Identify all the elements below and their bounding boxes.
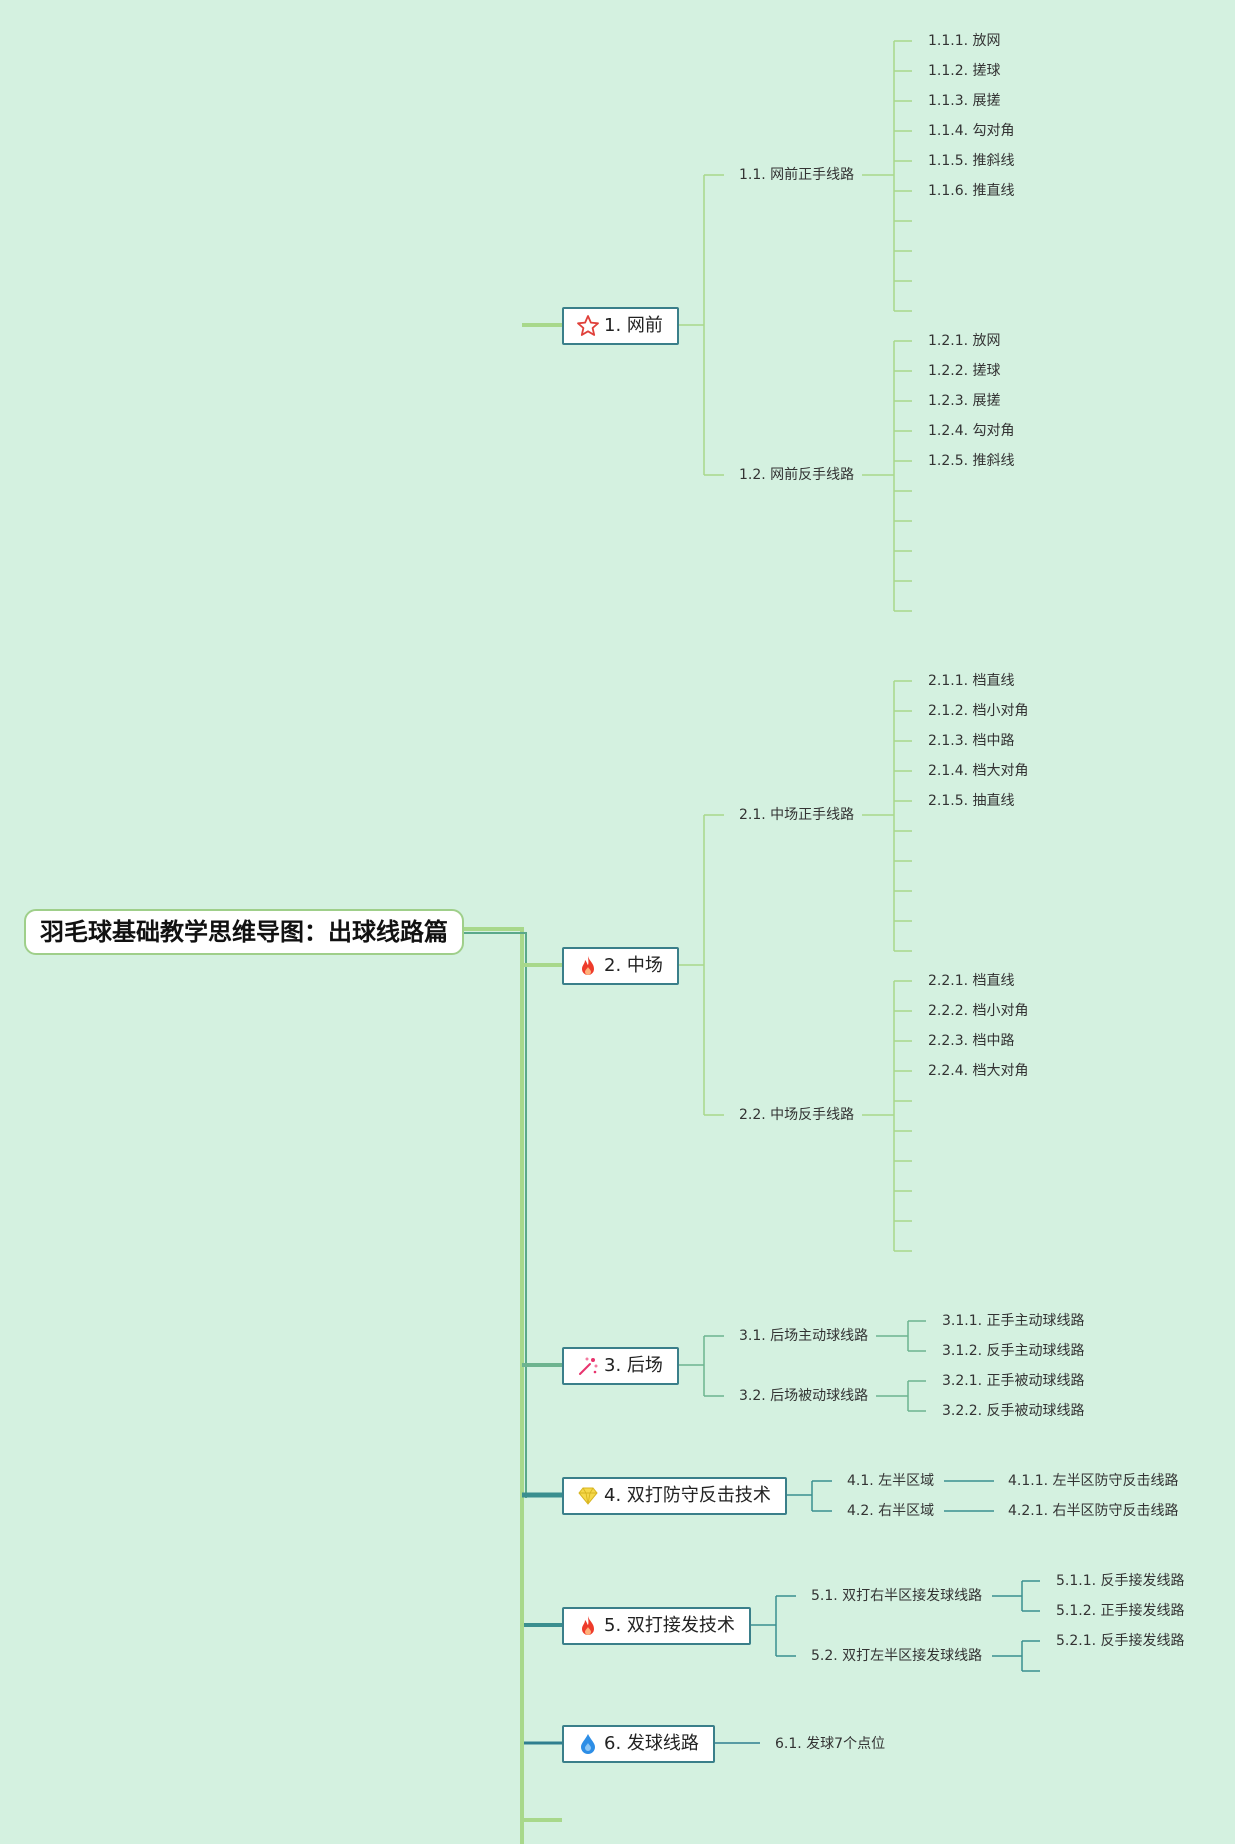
leaf-item[interactable]: 1.1.2. 搓球 [928, 63, 1001, 79]
leaf-item[interactable]: 1.1.1. 放网 [928, 33, 1001, 49]
leaf-connector [992, 1580, 1040, 1612]
fire-icon [576, 1614, 602, 1638]
leaf-item[interactable]: 3.2.2. 反手被动球线路 [942, 1403, 1085, 1419]
leaf-item[interactable]: 3.1.1. 正手主动球线路 [942, 1313, 1085, 1329]
branch-mid-court[interactable]: 2. 中场 [562, 947, 679, 985]
sub-connector [746, 1595, 796, 1657]
leaf-item[interactable]: 1.2.2. 搓球 [928, 363, 1001, 379]
leaf-item[interactable]: 1.2.1. 放网 [928, 333, 1001, 349]
branch-label: 5. 双打接发技术 [604, 1615, 735, 1636]
branch-net-front[interactable]: 1. 网前 [562, 307, 679, 345]
subtopic-left-court-receive[interactable]: 5.2. 双打左半区接发球线路 [811, 1648, 983, 1664]
fire-icon [576, 954, 602, 978]
root-trunk-line [464, 932, 527, 1498]
subtopic-back-passive[interactable]: 3.2. 后场被动球线路 [739, 1388, 869, 1404]
sparkle-icon [576, 1354, 602, 1378]
diamond-icon [576, 1484, 602, 1508]
branch-serve[interactable]: 6. 发球线路 [562, 1725, 715, 1763]
leaf-item[interactable]: 5.1.1. 反手接发线路 [1056, 1573, 1185, 1589]
subtopic-mid-backhand[interactable]: 2.2. 中场反手线路 [739, 1107, 855, 1123]
leaf-item[interactable]: 2.1.1. 档直线 [928, 673, 1015, 689]
branch-label: 1. 网前 [604, 315, 663, 336]
leaf-connector [876, 1320, 926, 1352]
leaf-connector [876, 1380, 926, 1412]
subtopic-serve-points[interactable]: 6.1. 发球7个点位 [775, 1736, 886, 1752]
subtopic-net-backhand[interactable]: 1.2. 网前反手线路 [739, 467, 855, 483]
branch-doubles-receive[interactable]: 5. 双打接发技术 [562, 1607, 751, 1645]
leaf-item[interactable]: 2.2.3. 档中路 [928, 1033, 1015, 1049]
star-icon [576, 314, 602, 338]
leaf-connector [944, 1480, 994, 1512]
subtopic-left-half[interactable]: 4.1. 左半区域 [847, 1473, 935, 1489]
branch-label: 3. 后场 [604, 1355, 663, 1376]
branch-back-court[interactable]: 3. 后场 [562, 1347, 679, 1385]
root-topic[interactable]: 羽毛球基础教学思维导图：出球线路篇 [24, 909, 464, 955]
leaf-item[interactable]: 3.1.2. 反手主动球线路 [942, 1343, 1085, 1359]
subtopic-right-court-receive[interactable]: 5.1. 双打右半区接发球线路 [811, 1588, 983, 1604]
leaf-item[interactable]: 5.2.1. 反手接发线路 [1056, 1633, 1185, 1649]
leaf-item[interactable]: 4.2.1. 右半区防守反击线路 [1008, 1503, 1179, 1519]
leaf-item[interactable]: 1.2.5. 推斜线 [928, 453, 1015, 469]
subtopic-net-forehand[interactable]: 1.1. 网前正手线路 [739, 167, 855, 183]
branch-doubles-defense[interactable]: 4. 双打防守反击技术 [562, 1477, 787, 1515]
branch-label: 4. 双打防守反击技术 [604, 1485, 771, 1506]
sub-connector [782, 1480, 832, 1512]
leaf-item[interactable]: 2.1.4. 档大对角 [928, 763, 1029, 779]
leaf-item[interactable]: 2.2.1. 档直线 [928, 973, 1015, 989]
leaf-item[interactable]: 2.1.2. 档小对角 [928, 703, 1029, 719]
water-drop-icon [576, 1732, 602, 1756]
leaf-item[interactable]: 3.2.1. 正手被动球线路 [942, 1373, 1085, 1389]
subtopic-mid-forehand[interactable]: 2.1. 中场正手线路 [739, 807, 855, 823]
sub-connector [704, 1335, 724, 1397]
leaf-item[interactable]: 1.1.6. 推直线 [928, 183, 1015, 199]
branch-label: 6. 发球线路 [604, 1733, 699, 1754]
leaf-item[interactable]: 2.2.2. 档小对角 [928, 1003, 1029, 1019]
leaf-item[interactable]: 1.2.4. 勾对角 [928, 423, 1015, 439]
leaf-connector [992, 1640, 1040, 1672]
leaf-item[interactable]: 5.1.2. 正手接发线路 [1056, 1603, 1185, 1619]
root-trunk-line [464, 927, 524, 1844]
leaf-item[interactable]: 1.1.5. 推斜线 [928, 153, 1015, 169]
leaf-item[interactable]: 1.1.4. 勾对角 [928, 123, 1015, 139]
leaf-item[interactable]: 2.1.5. 抽直线 [928, 793, 1015, 809]
leaf-item[interactable]: 2.1.3. 档中路 [928, 733, 1015, 749]
subtopic-right-half[interactable]: 4.2. 右半区域 [847, 1503, 935, 1519]
branch-label: 2. 中场 [604, 955, 663, 976]
leaf-item[interactable]: 4.1.1. 左半区防守反击线路 [1008, 1473, 1179, 1489]
leaf-item[interactable]: 1.2.3. 展搓 [928, 393, 1001, 409]
subtopic-back-attack[interactable]: 3.1. 后场主动球线路 [739, 1328, 869, 1344]
leaf-item[interactable]: 1.1.3. 展搓 [928, 93, 1001, 109]
leaf-item[interactable]: 2.2.4. 档大对角 [928, 1063, 1029, 1079]
